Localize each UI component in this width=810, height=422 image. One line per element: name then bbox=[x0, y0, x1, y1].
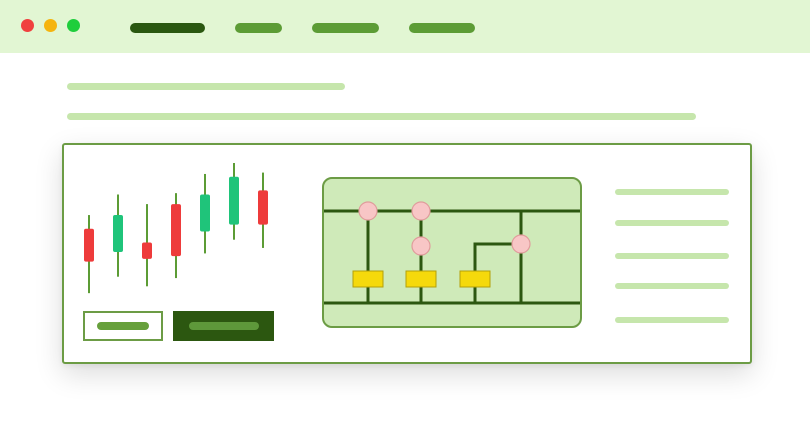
node-1 bbox=[358, 201, 378, 221]
candle-body bbox=[229, 176, 239, 225]
component-1 bbox=[352, 270, 384, 288]
placeholder-heading-line bbox=[67, 83, 345, 90]
circuit-diagram bbox=[324, 201, 580, 305]
minimize-window-icon[interactable] bbox=[44, 19, 57, 32]
content-card bbox=[62, 143, 752, 364]
maximize-window-icon[interactable] bbox=[67, 19, 80, 32]
side-list-line bbox=[615, 220, 729, 226]
node-2 bbox=[411, 201, 431, 221]
node-4 bbox=[511, 234, 531, 254]
side-list-line bbox=[615, 317, 729, 323]
candle-body bbox=[142, 242, 152, 259]
window-titlebar bbox=[0, 0, 810, 53]
nav-tab-4[interactable] bbox=[409, 23, 475, 33]
nodes bbox=[358, 201, 531, 256]
candle-body bbox=[200, 194, 210, 232]
candle-body bbox=[171, 204, 181, 257]
close-window-icon[interactable] bbox=[21, 19, 34, 32]
components bbox=[352, 270, 491, 288]
secondary-button[interactable] bbox=[83, 311, 163, 341]
primary-button-label-placeholder bbox=[188, 322, 259, 330]
candle-body bbox=[84, 228, 94, 262]
node-3 bbox=[411, 236, 431, 256]
component-3 bbox=[459, 270, 491, 288]
component-2 bbox=[405, 270, 437, 288]
nav-tab-1[interactable] bbox=[130, 23, 205, 33]
candlestick-chart bbox=[84, 163, 268, 294]
diagram-wires bbox=[324, 209, 580, 305]
primary-button[interactable] bbox=[173, 311, 274, 341]
circuit-diagram-panel bbox=[322, 177, 582, 328]
side-list-line bbox=[615, 189, 729, 195]
side-list-line bbox=[615, 253, 729, 259]
candle-body bbox=[258, 190, 268, 225]
nav-tab-3[interactable] bbox=[312, 23, 379, 33]
side-list-line bbox=[615, 283, 729, 289]
secondary-button-label-placeholder bbox=[97, 322, 149, 330]
nav-tab-2[interactable] bbox=[235, 23, 282, 33]
candle-body bbox=[113, 215, 123, 253]
placeholder-text-line bbox=[67, 113, 696, 120]
